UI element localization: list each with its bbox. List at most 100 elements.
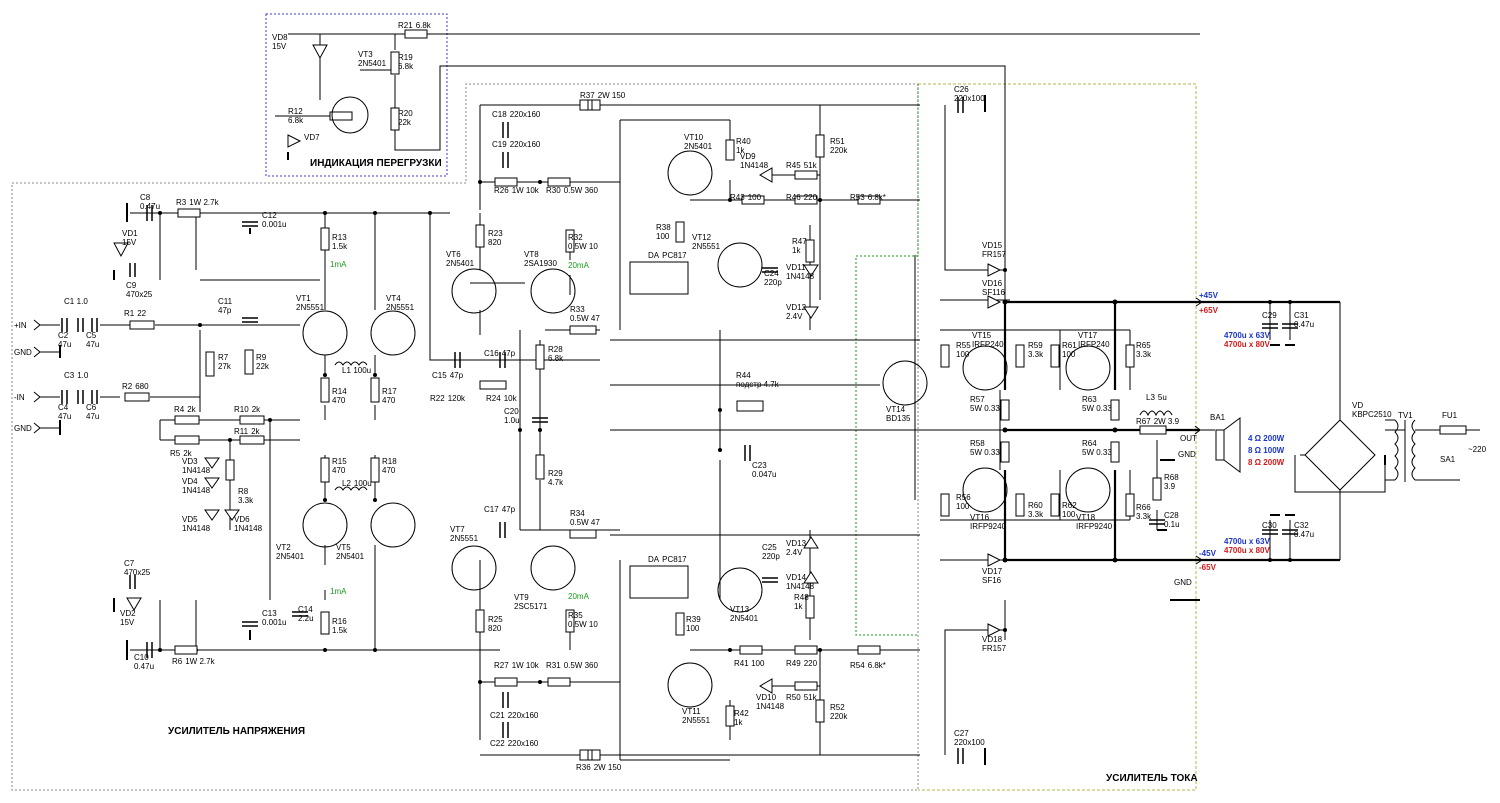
vd15-ref: VD15 <box>982 241 1003 250</box>
c32-value: 0.47u <box>1294 530 1314 539</box>
vt6-ref: VT6 <box>446 250 461 259</box>
c11-value: 47p <box>218 306 232 315</box>
r68-ref: R68 <box>1164 473 1179 482</box>
r51-ref: R51 <box>830 137 845 146</box>
r53-ref: R53 <box>850 193 865 202</box>
c7-ref: C7 <box>124 559 135 568</box>
r61-ref: R61 <box>1062 341 1077 350</box>
gnd-label-out: GND <box>1178 450 1196 459</box>
c20-value: 1.0u <box>504 416 520 425</box>
c18-value: 220x160 <box>510 110 541 119</box>
tv1-ref: TV1 <box>1398 411 1413 420</box>
r27-ref: R27 <box>494 661 509 670</box>
r21-ref: R21 <box>398 21 413 30</box>
r45-ref: R45 <box>786 161 801 170</box>
r6-ref: R6 <box>172 657 183 666</box>
r42-ref: R42 <box>734 709 749 718</box>
r54-ref: R54 <box>850 661 865 670</box>
r57-value: 5W 0.33 <box>970 404 1000 413</box>
vt17-value: IRFP240 <box>1078 340 1110 349</box>
rail-minus-65: -65V <box>1199 563 1217 572</box>
r13-value: 1.5k <box>332 242 348 251</box>
junctions <box>158 180 1292 684</box>
c3-ref: C3 <box>64 371 75 380</box>
c24-ref: C24 <box>764 269 779 278</box>
c19-value: 220x160 <box>510 140 541 149</box>
r52-ref: R52 <box>830 703 845 712</box>
rail-minus-45: -45V <box>1199 549 1217 558</box>
r34-ref: R34 <box>570 509 585 518</box>
r65-value: 3.3k <box>1136 350 1152 359</box>
c29-label: C29 <box>1262 311 1277 320</box>
r38-ref: R38 <box>656 223 671 232</box>
section-voltage-amp: УСИЛИТЕЛЬ НАПРЯЖЕНИЯ <box>168 726 305 737</box>
c16-value: 47p <box>502 349 516 358</box>
r32-ref: R32 <box>568 233 583 242</box>
c17-value: 47p <box>502 505 516 514</box>
fu1-ref: FU1 <box>1442 411 1458 420</box>
l1-value: 100u <box>353 366 371 375</box>
r3-value: 1W 2.7k <box>189 198 219 207</box>
da2-value: PC817 <box>662 555 687 564</box>
optocouplers <box>629 261 689 599</box>
c12-value: 0.001u <box>262 220 286 229</box>
r45-value: 51k <box>804 161 818 170</box>
vd6-ref: VD6 <box>234 515 250 524</box>
c10-value: 0.47u <box>134 662 154 671</box>
vd14-ref: VD14 <box>786 573 807 582</box>
r35-ref: R35 <box>568 611 583 620</box>
r60-value: 3.3k <box>1028 510 1044 519</box>
r22-ref: R22 <box>430 394 445 403</box>
r18-ref: R18 <box>382 457 397 466</box>
c6-ref: C6 <box>86 403 97 412</box>
in-minus-label: -IN <box>14 393 25 402</box>
vd16-ref: VD16 <box>982 279 1003 288</box>
c7-value: 470x25 <box>124 568 151 577</box>
vt15-value: IRFP240 <box>972 340 1004 349</box>
r30-value: 0.5W 360 <box>564 186 599 195</box>
c26-ref: C26 <box>954 85 969 94</box>
r55-value: 100 <box>956 350 970 359</box>
vt1-value: 2N5551 <box>296 303 325 312</box>
load-8ohm-200: 8 Ω 200W <box>1248 458 1285 467</box>
voltage-amp-frame <box>11 83 919 791</box>
r56-value: 100 <box>956 502 970 511</box>
c27-ref: C27 <box>954 729 969 738</box>
